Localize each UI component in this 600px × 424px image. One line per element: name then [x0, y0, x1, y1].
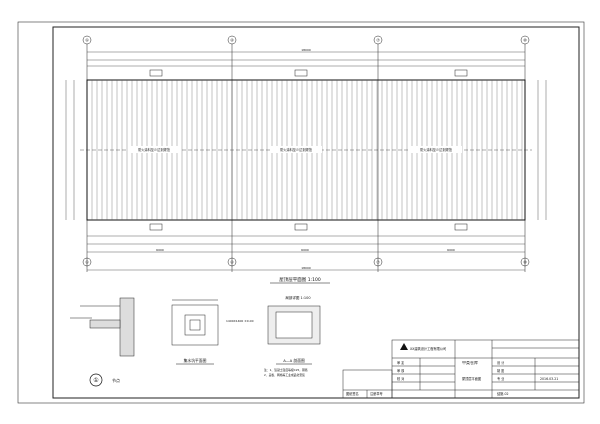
axis-label-top-1: ①: [85, 38, 89, 43]
sheet-footer: 结施-02: [497, 392, 509, 396]
tb-row-left-1: 审 定: [397, 361, 405, 365]
stamp-boxes: [342, 369, 393, 399]
axis-label-bot-4: ④: [230, 260, 234, 265]
axis-label-top-7: ⑦: [376, 38, 380, 43]
dimension-lines-bottom: [87, 235, 525, 271]
detail-2-plan: [171, 299, 219, 346]
bay-dim-1: 6000: [156, 248, 164, 252]
tb-row-left-2: 审 核: [397, 369, 405, 373]
tb-row-right-3: 专 业: [497, 377, 505, 381]
detail-1-section: [70, 297, 135, 357]
inner-border: [52, 26, 580, 399]
detail-3-note-2: 2、盖板、网格等工业成品化安装: [264, 373, 305, 377]
detail-2-note: 1400X1400 ±0.00: [226, 319, 254, 323]
stamp-label-2: 注册章号: [370, 392, 383, 396]
dimension-lines-left: [65, 80, 547, 220]
axis-label-bot-1: ①: [85, 260, 89, 265]
drain-markers-top: [149, 69, 468, 231]
outer-border: [17, 21, 585, 404]
stamp-label-1: 图纸签名: [346, 392, 359, 396]
plan-annotation-2: 防火涂料至少达到规范: [280, 147, 313, 152]
detail-1-bubble: [89, 373, 103, 387]
detail-3-top-label: 局部详图 1:100: [285, 295, 310, 300]
detail-2-title: 集水坑平面图: [184, 358, 207, 363]
tb-row-right-2: 制 图: [497, 369, 505, 373]
project-name: 甲类仓库: [462, 361, 478, 365]
drawing-name: 屋顶层平面图: [462, 377, 482, 381]
company-logo: [400, 343, 408, 350]
axis-label-top-4: ④: [230, 38, 234, 43]
dimension-total-bottom: 18000: [301, 266, 311, 270]
detail-3-note-1: 注：1、混凝土强度等级C25，钢筋: [264, 368, 308, 372]
tb-row-right-1: 设 计: [497, 361, 505, 365]
bay-dim-2: 6000: [301, 248, 309, 252]
plan-annotation-1: 防火涂料至少达到规范: [138, 147, 171, 152]
sheet-date: 2016.03.21: [540, 377, 559, 381]
company-name: XX建筑设计工程有限公司: [410, 347, 447, 351]
axis-label-top-10: ⑩: [523, 38, 527, 43]
detail-1-label: 节点: [112, 377, 120, 383]
detail-3-section: [267, 305, 321, 345]
plan-title: 屋顶层平面图 1:100: [279, 277, 321, 283]
plan-annotation-3: 防火涂料至少达到规范: [420, 147, 453, 152]
tb-row-left-3: 校 对: [397, 377, 405, 381]
title-block: [391, 339, 580, 399]
dimension-total-top: 18000: [301, 48, 311, 52]
axis-label-bot-10: ⑩: [523, 260, 527, 265]
detail-1-number: ①: [93, 377, 98, 384]
axis-label-bot-7: ⑦: [376, 260, 380, 265]
bay-dim-3: 6000: [447, 248, 455, 252]
dimension-lines-top: [87, 51, 525, 67]
detail-3-title: A—A 剖面图: [283, 358, 305, 363]
